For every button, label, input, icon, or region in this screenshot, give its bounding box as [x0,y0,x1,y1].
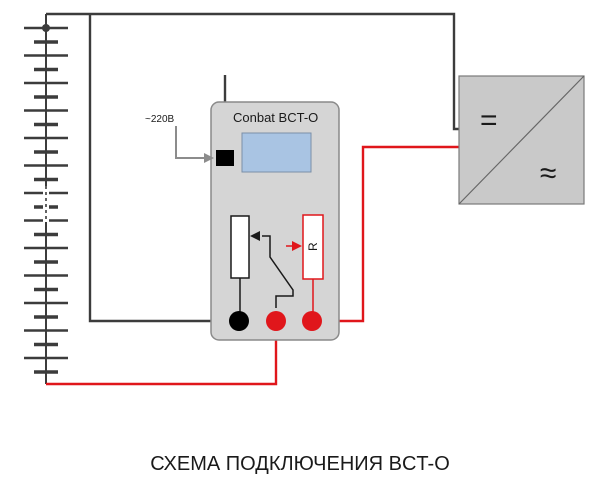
dc-symbol: = [480,104,498,137]
device-name: Conbat BCT-O [233,110,318,125]
potentiometer [230,215,250,279]
terminal-black [229,311,249,331]
terminal-red-left [266,311,286,331]
inverter-diagonal [458,75,585,205]
wiper-line [262,235,294,308]
terminal-red-right [302,311,322,331]
conbat-device: Conbat BCT-O ~220В R [145,101,340,341]
power-connector [216,150,234,166]
diagram-title: СХЕМА ПОДКЛЮЧЕНИЯ BCT-O [150,453,450,475]
power-arrow-head-icon [204,153,214,163]
battery-plus-node [42,24,50,32]
battery-cells [24,24,68,374]
resistor-label: R [306,242,320,251]
battery-bank [24,14,68,384]
inverter: = ≈ [458,75,585,205]
power-label: ~220В [145,114,175,125]
power-input-arrow [175,126,205,159]
wire-battery-plus-to-inverter [46,12,461,131]
device-screen [241,132,312,173]
wire-battery-to-black-terminal [88,14,238,323]
ac-symbol: ≈ [540,157,556,190]
wiper-arrow-icon [250,231,260,241]
resistor-arrow-icon [292,241,302,251]
wire-battery-minus-to-red-terminal [46,330,278,386]
